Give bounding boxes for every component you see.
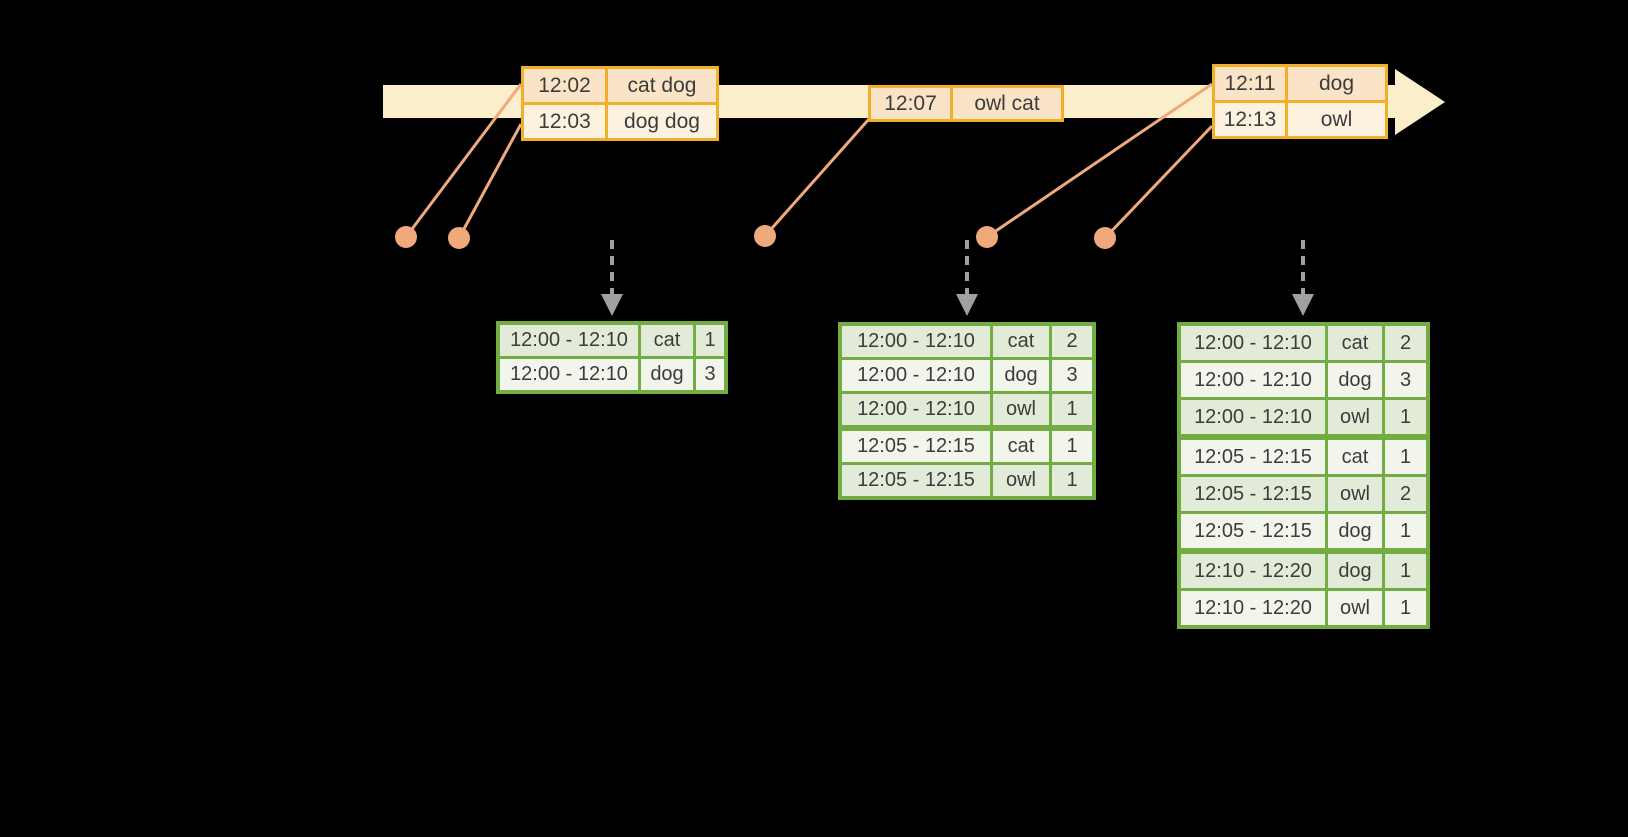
event-words-cell: cat dog — [605, 66, 719, 105]
window-cell: 12:00 - 12:10 — [1177, 322, 1328, 363]
count-cell: 1 — [1049, 462, 1096, 500]
connector-line — [763, 118, 871, 237]
event-words-cell: dog dog — [605, 102, 719, 141]
result-row: 12:05 - 12:15 dog 1 — [1177, 511, 1430, 553]
result-row: 12:10 - 12:20 owl 1 — [1177, 588, 1430, 629]
result-table-2: 12:00 - 12:10 cat 2 12:00 - 12:10 dog 3 … — [838, 322, 1096, 500]
event-row: 12:13 owl — [1212, 100, 1388, 139]
word-cell: owl — [990, 391, 1052, 430]
count-cell: 1 — [1049, 425, 1096, 465]
word-cell: dog — [1325, 511, 1385, 553]
result-row: 12:00 - 12:10 owl 1 — [1177, 397, 1430, 439]
trigger-arrowhead-icon — [1292, 294, 1314, 316]
result-row: 12:05 - 12:15 owl 1 — [838, 462, 1096, 500]
window-cell: 12:10 - 12:20 — [1177, 588, 1328, 629]
word-cell: owl — [990, 462, 1052, 500]
result-row: 12:10 - 12:20 dog 1 — [1177, 548, 1430, 591]
word-cell: cat — [990, 425, 1052, 465]
result-row: 12:00 - 12:10 cat 2 — [1177, 322, 1430, 363]
event-table-2: 12:07 owl cat — [868, 85, 1064, 122]
window-cell: 12:00 - 12:10 — [1177, 397, 1328, 439]
event-row: 12:07 owl cat — [868, 85, 1064, 122]
event-time-cell: 12:13 — [1212, 100, 1288, 139]
result-table-3: 12:00 - 12:10 cat 2 12:00 - 12:10 dog 3 … — [1177, 322, 1430, 629]
count-cell: 1 — [1382, 397, 1430, 439]
count-cell: 3 — [1382, 360, 1430, 400]
word-cell: dog — [1325, 360, 1385, 400]
word-cell: owl — [1325, 474, 1385, 514]
event-words-cell: owl — [1285, 100, 1388, 139]
word-cell: cat — [990, 322, 1052, 360]
window-cell: 12:00 - 12:10 — [838, 391, 993, 430]
window-cell: 12:05 - 12:15 — [838, 462, 993, 500]
event-row: 12:03 dog dog — [521, 102, 719, 141]
result-row: 12:00 - 12:10 cat 2 — [838, 322, 1096, 360]
window-cell: 12:00 - 12:10 — [838, 357, 993, 394]
event-dot — [1094, 227, 1116, 249]
word-cell: cat — [1325, 434, 1385, 477]
count-cell: 1 — [693, 321, 728, 359]
count-cell: 1 — [1382, 548, 1430, 591]
event-time-cell: 12:03 — [521, 102, 608, 141]
count-cell: 2 — [1049, 322, 1096, 360]
count-cell: 1 — [1382, 511, 1430, 553]
event-row: 12:02 cat dog — [521, 66, 719, 105]
event-words-cell: dog — [1285, 64, 1388, 103]
window-cell: 12:05 - 12:15 — [1177, 474, 1328, 514]
result-row: 12:05 - 12:15 cat 1 — [1177, 434, 1430, 477]
result-row: 12:00 - 12:10 owl 1 — [838, 391, 1096, 430]
event-dot — [754, 225, 776, 247]
word-cell: cat — [638, 321, 696, 359]
window-cell: 12:00 - 12:10 — [496, 356, 641, 394]
window-cell: 12:05 - 12:15 — [1177, 511, 1328, 553]
event-time-cell: 12:11 — [1212, 64, 1288, 103]
word-cell: owl — [1325, 397, 1385, 439]
timeline-arrowhead-icon — [1395, 69, 1445, 135]
event-dot — [395, 226, 417, 248]
word-cell: dog — [638, 356, 696, 394]
trigger-arrowhead-icon — [601, 294, 623, 316]
event-words-cell: owl cat — [950, 85, 1064, 122]
event-time-cell: 12:07 — [868, 85, 953, 122]
window-cell: 12:10 - 12:20 — [1177, 548, 1328, 591]
event-dot — [448, 227, 470, 249]
count-cell: 2 — [1382, 322, 1430, 363]
window-cell: 12:05 - 12:15 — [1177, 434, 1328, 477]
result-row: 12:05 - 12:15 cat 1 — [838, 425, 1096, 465]
count-cell: 3 — [1049, 357, 1096, 394]
result-row: 12:00 - 12:10 dog 3 — [496, 356, 728, 394]
event-row: 12:11 dog — [1212, 64, 1388, 103]
trigger-arrowhead-icon — [956, 294, 978, 316]
event-time-cell: 12:02 — [521, 66, 608, 105]
event-dot — [976, 226, 998, 248]
word-cell: dog — [1325, 548, 1385, 591]
window-cell: 12:00 - 12:10 — [838, 322, 993, 360]
connector-line — [404, 83, 523, 238]
word-cell: owl — [1325, 588, 1385, 629]
count-cell: 1 — [1382, 588, 1430, 629]
word-cell: dog — [990, 357, 1052, 394]
result-table-1: 12:00 - 12:10 cat 1 12:00 - 12:10 dog 3 — [496, 321, 728, 394]
window-cell: 12:00 - 12:10 — [496, 321, 641, 359]
result-row: 12:00 - 12:10 dog 3 — [838, 357, 1096, 394]
event-table-3: 12:11 dog 12:13 owl — [1212, 64, 1388, 139]
window-cell: 12:00 - 12:10 — [1177, 360, 1328, 400]
connector-line — [1103, 124, 1214, 240]
count-cell: 3 — [693, 356, 728, 394]
count-cell: 1 — [1382, 434, 1430, 477]
word-cell: cat — [1325, 322, 1385, 363]
result-row: 12:00 - 12:10 cat 1 — [496, 321, 728, 359]
count-cell: 2 — [1382, 474, 1430, 514]
result-row: 12:05 - 12:15 owl 2 — [1177, 474, 1430, 514]
connector-line — [986, 82, 1213, 239]
event-table-1: 12:02 cat dog 12:03 dog dog — [521, 66, 719, 141]
window-cell: 12:05 - 12:15 — [838, 425, 993, 465]
connector-line — [457, 123, 523, 239]
count-cell: 1 — [1049, 391, 1096, 430]
result-row: 12:00 - 12:10 dog 3 — [1177, 360, 1430, 400]
